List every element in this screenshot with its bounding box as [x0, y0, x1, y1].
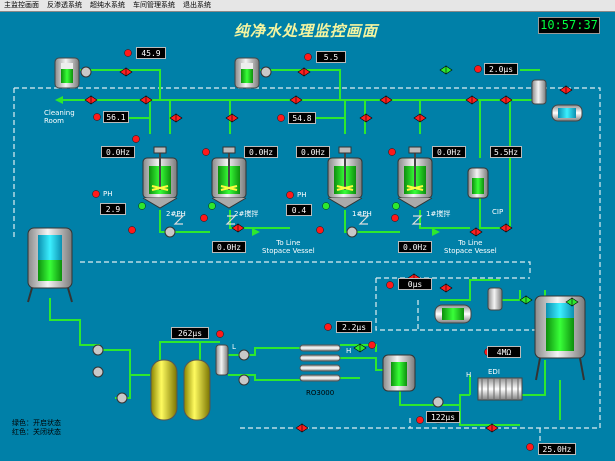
ro-product-tank	[382, 354, 416, 392]
mid-pump-freq-display[interactable]: 0.0Hz	[398, 241, 432, 253]
flow-arrows	[55, 96, 440, 236]
sand-filter-1	[150, 359, 178, 421]
ro-feed-conductivity-display[interactable]: 262μs	[171, 327, 209, 339]
top-left-flow-display[interactable]: 45.9	[136, 47, 166, 59]
tank-2-ph	[142, 146, 178, 209]
level-high-label-edi: H	[466, 371, 472, 379]
tank-1-ph-freq-display[interactable]: 0.0Hz	[296, 146, 330, 158]
top-mid-storage-tank	[234, 57, 260, 89]
tank-1-mixer-label: 1#搅拌	[426, 210, 451, 218]
edi-resistivity-display[interactable]: 4MΩ	[487, 346, 521, 358]
valves	[84, 65, 579, 433]
tank-2-mixer	[211, 146, 247, 209]
edi-feed-cartridge	[487, 287, 503, 311]
ph-mid-label: PH	[297, 191, 307, 199]
mixer-motors	[173, 215, 423, 225]
ro-label: RO3000	[306, 389, 335, 397]
pumps	[80, 66, 444, 424]
cip-tank	[467, 167, 489, 199]
top-right-conductivity-display[interactable]: 2.0μs	[484, 63, 518, 75]
menu-workshop-system[interactable]: 车间管理系统	[133, 1, 175, 9]
legend-green: 绿色：开启状态	[12, 419, 61, 427]
menu-main-monitor[interactable]: 主监控画面	[4, 1, 39, 9]
top-right-cartridge	[531, 79, 547, 105]
tank-1-mixer-freq-display[interactable]: 0.0Hz	[432, 146, 466, 158]
level-low-label: L	[232, 343, 236, 351]
supply-left-display[interactable]: 56.1	[103, 111, 129, 123]
tank-2-ph-label: 2#PH	[166, 210, 186, 218]
to-line-right-label: To Line Stopace Vessel	[444, 239, 497, 255]
right-large-storage-tank	[534, 295, 586, 381]
ph-left-display[interactable]: 2.9	[100, 203, 126, 215]
ph-left-label: PH	[103, 190, 113, 198]
ro-membrane-bank	[299, 344, 341, 382]
edi-module	[477, 377, 523, 401]
page-title: 纯净水处理监控画面	[234, 22, 379, 40]
cip-label: CIP	[492, 208, 504, 216]
to-line-left-label: To Line Stopace Vessel	[262, 239, 315, 255]
cartridge-filter	[215, 344, 229, 376]
tank-1-ph-label: 1#PH	[352, 210, 372, 218]
cip-freq-display[interactable]: 5.5Hz	[490, 146, 522, 158]
menu-ultrapure-system[interactable]: 超纯水系统	[90, 1, 125, 9]
status-lamps	[92, 49, 534, 451]
top-left-storage-tank	[54, 57, 80, 89]
cleaning-room-label: Cleaning Room	[44, 109, 75, 125]
tank-2-mixer-freq-display[interactable]: 0.0Hz	[244, 146, 278, 158]
uv-sterilizer-top	[551, 104, 583, 122]
process-diagram	[13, 49, 601, 451]
ro-product-conductivity-display[interactable]: 2.2μs	[336, 321, 372, 333]
tank-1-mixer	[397, 146, 433, 209]
ph-mid-display[interactable]: 0.4	[286, 204, 312, 216]
status-legend: 绿色：开启状态 红色：关闭状态	[12, 419, 61, 437]
top-mid-flow-display[interactable]: 5.5	[316, 51, 346, 63]
legend-red: 红色：关闭状态	[12, 428, 61, 436]
menu-bar: 主监控画面 反渗透系统 超纯水系统 车间管理系统 退出系统	[0, 0, 615, 12]
left-large-storage-tank	[27, 227, 73, 303]
bottom-right-freq-display[interactable]: 25.0Hz	[538, 443, 576, 455]
supply-mid-display[interactable]: 54.8	[288, 112, 316, 124]
menu-ro-system[interactable]: 反渗透系统	[47, 1, 82, 9]
edi-inlet-conductivity-display[interactable]: 0μs	[398, 278, 432, 290]
edi-conductivity-display[interactable]: 122μs	[426, 411, 460, 423]
edi-label: EDI	[488, 368, 500, 376]
tank-1-ph	[327, 146, 363, 209]
level-high-label-ro: H	[346, 347, 352, 355]
tank-2-ph-freq-display[interactable]: 0.0Hz	[101, 146, 135, 158]
left-pump-freq-display[interactable]: 0.0Hz	[212, 241, 246, 253]
sand-filter-2	[183, 359, 211, 421]
menu-exit-system[interactable]: 退出系统	[183, 1, 211, 9]
uv-sterilizer-mid	[434, 304, 472, 324]
tank-2-mixer-label: 2#搅拌	[234, 210, 259, 218]
clock-display: 10:57:37	[538, 17, 600, 34]
